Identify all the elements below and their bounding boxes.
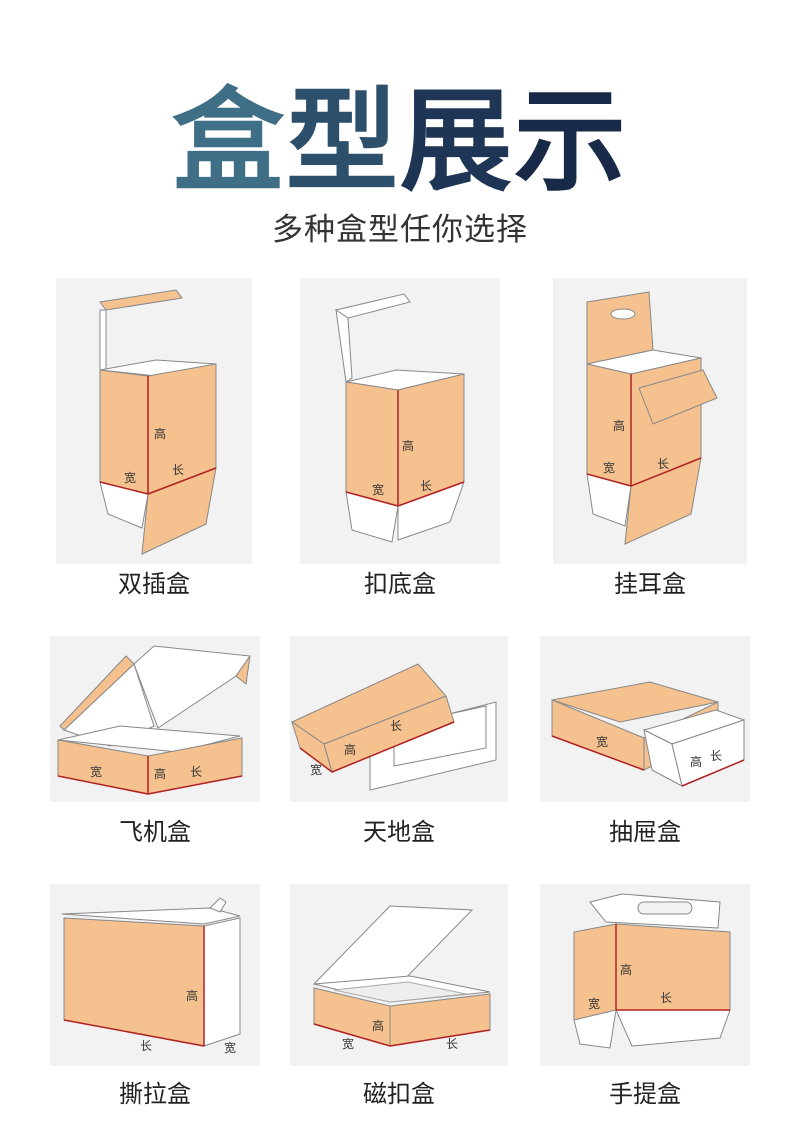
dim-width: 宽 — [224, 1040, 236, 1055]
dim-length: 长 — [140, 1039, 152, 1053]
dim-height: 高 — [154, 426, 166, 441]
dim-width: 宽 — [588, 996, 600, 1011]
dim-height: 高 — [186, 988, 198, 1003]
box-label: 飞机盒 — [119, 818, 191, 846]
dim-length: 长 — [172, 463, 184, 477]
dim-width: 宽 — [90, 764, 102, 779]
box-card-magnetic: 高 宽 长 磁扣盒 — [290, 884, 508, 1112]
title-char-1: 盒 — [172, 77, 286, 207]
box-card-lid-base: 长 高 宽 天地盒 — [290, 636, 508, 856]
box-label: 手提盒 — [609, 1080, 681, 1108]
hanger-box-illustration: 高 宽 长 — [586, 291, 718, 545]
double-tuck-box-illustration: 高 宽 长 — [99, 289, 217, 555]
page-subtitle: 多种盒型任你选择 — [272, 212, 528, 248]
magnetic-box-illustration: 高 宽 长 — [312, 905, 491, 1051]
box-label: 天地盒 — [363, 818, 435, 846]
box-card-tear-strip: 高 长 宽 撕拉盒 — [50, 884, 260, 1112]
dim-length: 长 — [446, 1037, 458, 1051]
dim-height: 高 — [690, 754, 702, 769]
box-card-hanger: 高 宽 长 挂耳盒 — [553, 278, 747, 598]
dim-length: 长 — [660, 991, 672, 1005]
dim-width: 宽 — [372, 482, 384, 497]
dim-height: 高 — [402, 438, 414, 453]
dim-length: 长 — [657, 457, 669, 471]
title-char-4: 示 — [514, 77, 628, 207]
mailer-box-illustration: 宽 高 长 — [57, 645, 251, 795]
box-label: 抽屉盒 — [609, 818, 681, 846]
title-char-3: 展 — [400, 77, 514, 207]
box-card-mailer: 宽 高 长 飞机盒 — [50, 636, 260, 856]
title-char-2: 型 — [286, 77, 400, 207]
box-label: 双插盒 — [118, 570, 190, 598]
box-card-handle: 高 宽 长 手提盒 — [540, 884, 750, 1112]
dim-height: 高 — [372, 1018, 384, 1033]
dim-length: 长 — [420, 479, 432, 493]
dim-height: 高 — [344, 742, 356, 757]
dim-width: 宽 — [596, 734, 608, 749]
box-label: 磁扣盒 — [363, 1080, 435, 1108]
handle-box-illustration: 高 宽 长 — [573, 893, 731, 1049]
dim-width: 宽 — [603, 460, 615, 475]
box-card-double-tuck: 高 宽 长 双插盒 — [56, 278, 252, 598]
lock-bottom-box-illustration: 高 宽 长 — [334, 293, 465, 543]
dim-length: 长 — [190, 765, 202, 779]
box-label: 扣底盒 — [364, 570, 436, 598]
drawer-box-illustration: 宽 高 长 — [551, 681, 746, 787]
dim-height: 高 — [620, 962, 632, 977]
box-label: 撕拉盒 — [119, 1080, 191, 1108]
dim-height: 高 — [613, 418, 625, 433]
page-title: 盒型展示 — [0, 82, 800, 202]
tear-strip-box-illustration: 高 长 宽 — [61, 897, 241, 1055]
box-card-lock-bottom: 高 宽 长 扣底盒 — [300, 278, 500, 598]
dim-length: 长 — [710, 749, 722, 763]
box-label: 挂耳盒 — [614, 570, 686, 598]
dim-height: 高 — [154, 766, 166, 781]
dim-width: 宽 — [124, 470, 136, 485]
lid-base-box-illustration: 长 高 宽 — [290, 663, 497, 791]
dim-length: 长 — [390, 719, 402, 733]
dim-width: 宽 — [342, 1036, 354, 1051]
dim-width: 宽 — [310, 762, 322, 777]
box-card-drawer: 宽 高 长 抽屉盒 — [540, 636, 750, 856]
